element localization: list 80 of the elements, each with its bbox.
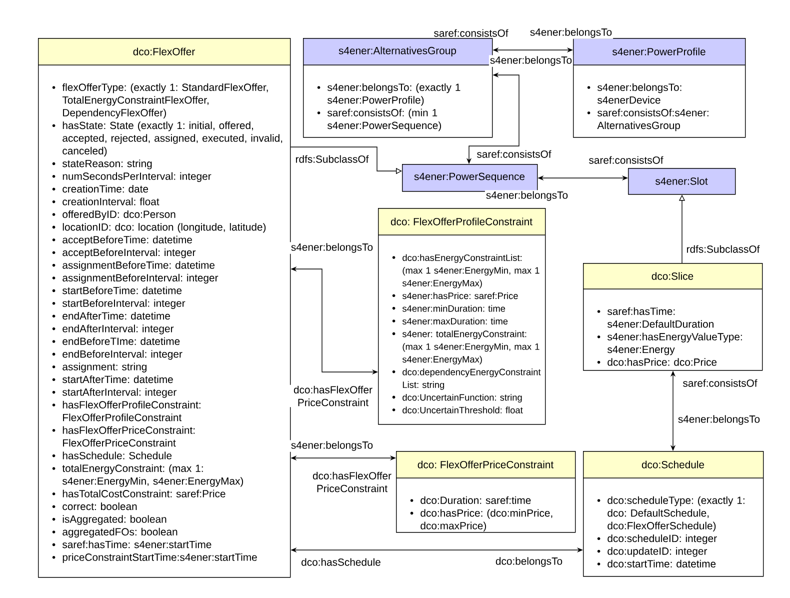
node-label: totalEnergyConstraint: (max 1: s4ener:EnergyMin, s4ener:EnergyMax) xyxy=(62,464,244,487)
node-label: locationID: dco: location (longitude, latitude) xyxy=(62,223,266,233)
node-label: dco:scheduleType: (exactly 1: dco: DefaultSchedule, dco:FlexOfferSchedule) xyxy=(608,496,744,532)
class-name: dco: FlexOfferPriceConstraint xyxy=(418,460,554,468)
edge-label: rdfs:SubclassOf xyxy=(296,155,369,163)
node-label: s4ener:minDuration: time xyxy=(402,305,506,312)
node-label: acceptBeforeInterval: integer xyxy=(62,248,196,258)
class-box xyxy=(582,451,764,577)
role-label: s4ener:belongsTo xyxy=(490,56,572,66)
role-label: s4ener:belongsTo xyxy=(486,191,568,201)
role-label: dco:hasFlexOffer PriceConstraint xyxy=(294,386,372,406)
edge-label: dco:hasSchedule xyxy=(302,558,380,566)
class-box xyxy=(628,168,736,195)
node-label: startBeforeTime: datetime xyxy=(62,286,182,294)
class-box xyxy=(582,263,763,371)
class-name: dco:FlexOffer xyxy=(133,48,195,56)
class-box xyxy=(572,38,746,138)
edge-label: saref:consistsOf xyxy=(589,156,664,164)
class-box xyxy=(402,164,538,192)
node-label: assignment: string xyxy=(62,362,146,372)
class-name: s4ener:PowerProfile xyxy=(612,48,706,56)
node-label: aggregatedFOs: boolean xyxy=(62,528,178,538)
attribute-list: s4ener:belongsTo: s4enerDevice saref:consistsOf:s4ener: AlternativesGroup xyxy=(587,83,708,132)
attribute-list: dco:scheduleType: (exactly 1: dco: DefaultSchedule, dco:FlexOfferSchedule) dco:scheduleID: integer dco:updateID: integer dco:startTime: datetime xyxy=(597,496,744,568)
attribute-list: s4ener:belongsTo: (exactly 1 s4ener:PowerProfile) saref:consistsOf: (min 1 s4ener:PowerSequence) xyxy=(317,83,460,132)
class-name: dco:Schedule xyxy=(642,460,704,468)
node-label: s4ener:maxDuration: time xyxy=(402,318,508,324)
node-label: endAfterInterval: integer xyxy=(62,324,174,334)
node-label: numSecondsPerInterval: integer xyxy=(62,172,212,182)
class-box xyxy=(38,38,291,578)
role-label: dco:hasFlexOffer PriceConstraint xyxy=(312,472,392,492)
class-name: dco: FlexOfferProfileConstraint xyxy=(390,218,532,226)
node-label: priceConstraintStartTime:s4ener:startTime xyxy=(62,553,257,563)
node-label: dco:UncertainThreshold: float xyxy=(402,406,523,414)
attribute-list: saref:hasTime: s4ener:DefaultDuration s4ener:hasEnergyValueType: s4ener:Energy dco:hasPrice: dco:Price xyxy=(597,307,742,366)
node-label: s4ener:hasPrice: saref:Price xyxy=(402,292,518,300)
class-name: s4ener:AlternativesGroup xyxy=(338,46,456,56)
node-label: endBeforeTIme: datetime xyxy=(62,337,180,345)
edge-label: s4ener:belongsTo xyxy=(291,441,373,451)
node-label: saref:hasTime: s4ener:startTime xyxy=(62,540,212,548)
node-label: startAfterTime: datetime xyxy=(62,375,173,384)
class-box xyxy=(378,208,546,425)
attribute-list: flexOfferType: (exactly 1: StandardFlexOffer, TotalEnergyConstraintFlexOffer, DependencyFlexOffer) hasState: State (exactly 1: initial, offered, accepted, rejected, assigned, executed, invalid, canceled) stateReason: string numSecondsPerInterval: integer creationTime: date creationInterval: float offeredByID: dco:Person locationID: dco: location (longitude, latitude) acceptBeforeTime: datetime acceptBeforeInterval: integer assignmentBeforeTime: datetime assignmentBeforeInterval: integer startBeforeTime: datetime startBeforeInterval: integer endAfterTime: datetime endAfterInterval: integer endBeforeTIme: datetime endBeforeInterval: integer assignment: string startAfterTime: datetime startAfterInterval: integer hasFlexOfferProfileConstraint: FlexOfferProfileConstraint hasFlexOfferPriceConstraint: FlexOfferPriceConstraint hasSchedule: Schedule totalEnergyConstraint: (max 1: s4ener:EnergyMin, s4ener:EnergyMax) hasTotalCostConstraint: saref:Price correct: boolean isAggregated: boolean aggregatedFOs: boolean saref:hasTime: s4ener:startTime priceConstraintStartTime:s4ener:startTime xyxy=(52,83,282,563)
node-label: creationInterval: float xyxy=(62,198,160,206)
attribute-list: dco:hasEnergyConstraintList: (max 1 s4ener:EnergyMin, max 1 s4ener:EnergyMax) s4ener:hasPrice: saref:Price s4ener:minDuration: time s4ener:maxDuration: time s4ener: totalEnergyConstraint: (max 1 s4ener:EnergyMin, max 1 s4ener:EnergyMax) dco:dependencyEnergyConstraint List: string dco:UncertainFunction: string dco:UncertainThreshold: float xyxy=(392,254,541,414)
node-label: hasSchedule: Schedule xyxy=(62,452,172,460)
node-label: assignmentBeforeTime: datetime xyxy=(62,261,215,271)
node-label: hasTotalCostConstraint: saref:Price xyxy=(62,490,226,498)
edge-label: s4ener:belongsTo xyxy=(291,243,373,253)
node-label: stateReason: string xyxy=(62,160,152,170)
node-label: dco:updateID: integer xyxy=(608,547,708,557)
node-label: correct: boolean xyxy=(62,502,137,510)
node-label: s4ener: totalEnergyConstraint: (max 1 s4ener:EnergyMin, max 1 s4ener:EnergyMax) xyxy=(402,330,540,364)
node-label: offeredByID: dco:Person xyxy=(62,210,176,220)
edge-label: rdfs:SubclassOf xyxy=(687,245,760,253)
class-name: dco:Slice xyxy=(652,272,694,280)
node-label: endAfterTime: datetime xyxy=(62,312,170,320)
node-label: hasState: State (exactly 1: initial, offered, accepted, rejected, assigned, executed, invalid, canceled) xyxy=(62,121,282,157)
node-label: flexOfferType: (exactly 1: StandardFlexOffer, TotalEnergyConstraintFlexOffer, DependencyFlexOffer) xyxy=(62,83,268,118)
role-label: dco:belongsTo xyxy=(496,557,562,567)
class-name: s4ener:PowerSequence xyxy=(414,172,525,182)
edge-label: saref:consistsOf xyxy=(434,29,508,37)
role-label: s4ener:belongsTo xyxy=(530,28,612,38)
node-label: isAggregated: boolean xyxy=(62,515,166,525)
node-label: startAfterInterval: integer xyxy=(62,388,176,398)
node-label: dco:scheduleID: integer xyxy=(608,534,717,544)
node-label: startBeforeInterval: integer xyxy=(62,299,186,309)
node-label: assignmentBeforeInterval: integer xyxy=(62,274,218,284)
class-name: s4ener:Slot xyxy=(655,177,708,185)
class-box xyxy=(396,451,576,533)
edge-label: saref:consistsOf xyxy=(683,379,758,387)
role-label: s4ener:belongsTo xyxy=(678,415,760,425)
node-label: dco:UncertainFunction: string xyxy=(402,394,522,403)
edge-label: saref:consistsOf xyxy=(477,150,552,158)
attribute-list: dco:Duration: saref:time dco:hasPrice: (dco:minPrice, dco:maxPrice) xyxy=(410,496,552,532)
node-label: dco:hasEnergyConstraintList: (max 1 s4ener:EnergyMin, max 1 s4ener:EnergyMax) xyxy=(402,254,540,288)
node-label: creationTime: date xyxy=(62,184,148,193)
node-label: acceptBeforeTime: datetime xyxy=(62,236,192,246)
node-label: endBeforeInterval: integer xyxy=(62,350,182,360)
node-label: dco:startTime: datetime xyxy=(608,560,716,568)
